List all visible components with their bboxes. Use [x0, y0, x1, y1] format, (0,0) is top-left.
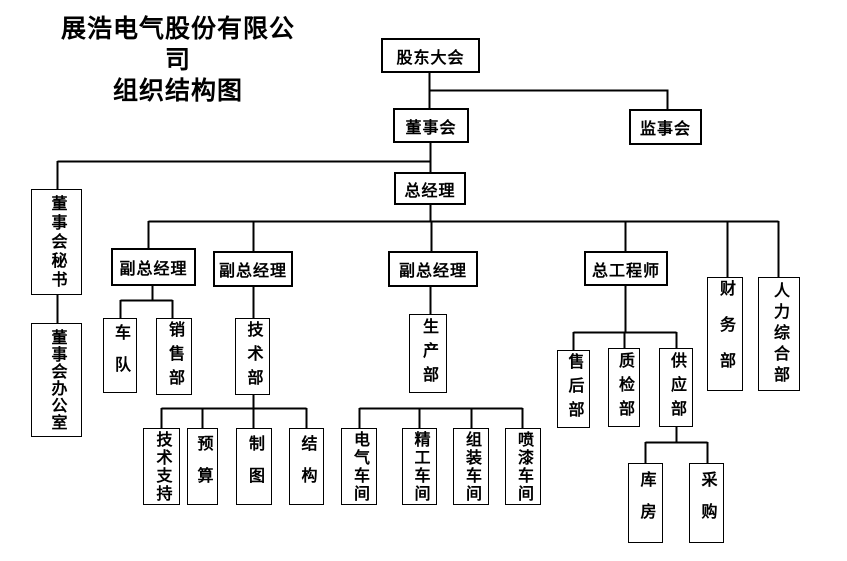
node-electric-workshop-label: 电气车间: [351, 430, 368, 503]
node-production-dept: 生产部: [409, 314, 447, 393]
node-supervisory-board: 监事会: [629, 109, 702, 145]
node-paint-workshop-label: 喷漆车间: [515, 430, 532, 503]
node-board-of-directors: 董事会: [393, 108, 469, 143]
node-budget: 预算: [187, 428, 218, 505]
node-purchasing: 采购: [689, 463, 724, 543]
node-tech-dept-label: 技术部: [244, 320, 262, 393]
node-finance-dept-label: 财务部: [717, 280, 734, 388]
node-quality-dept: 质检部: [608, 348, 640, 427]
node-tech-support: 技术支持: [143, 428, 180, 505]
node-after-sales-dept: 售后部: [557, 350, 590, 428]
node-finance-dept: 财务部: [707, 277, 743, 391]
node-board-secretary: 董事会秘书: [31, 189, 82, 295]
node-general-manager: 总经理: [394, 172, 466, 205]
node-drafting-label: 制图: [246, 434, 263, 499]
node-deputy-gm-2: 副总经理: [213, 251, 293, 287]
node-tech-support-label: 技术支持: [153, 430, 171, 503]
chart-title: 展浩电气股份有限公司 组织结构图: [50, 14, 306, 107]
chart-title-subtitle: 组织结构图: [112, 77, 243, 105]
node-budget-label: 预算: [194, 434, 212, 499]
node-assembly-workshop: 组装车间: [453, 428, 489, 505]
node-tech-dept: 技术部: [235, 318, 270, 395]
node-motorcade: 车队: [103, 318, 137, 393]
node-deputy-gm-1: 副总经理: [111, 248, 196, 286]
node-deputy-gm-3: 副总经理: [388, 251, 478, 287]
node-structure: 结构: [289, 428, 324, 505]
node-board-secretary-label: 董事会秘书: [48, 194, 66, 290]
node-hr-general-dept-label: 人力综合部: [771, 281, 788, 387]
node-purchasing-label: 采购: [698, 471, 716, 535]
node-supply-dept: 供应部: [659, 348, 693, 427]
node-warehouse-label: 库房: [637, 471, 655, 535]
node-drafting: 制图: [236, 428, 272, 505]
node-sales-dept: 销售部: [156, 318, 192, 395]
node-sales-dept-label: 销售部: [166, 320, 183, 393]
node-precision-workshop: 精工车间: [402, 428, 437, 505]
node-quality-dept-label: 质检部: [616, 351, 633, 424]
chart-title-company: 展浩电气股份有限公司: [60, 15, 295, 74]
node-board-office: 董事会办公室: [31, 323, 82, 437]
node-structure-label: 结构: [298, 434, 316, 499]
node-chief-engineer: 总工程师: [584, 251, 668, 286]
node-precision-workshop-label: 精工车间: [411, 430, 429, 503]
node-paint-workshop: 喷漆车间: [505, 428, 541, 505]
node-assembly-workshop-label: 组装车间: [463, 430, 480, 503]
node-warehouse: 库房: [628, 463, 663, 543]
node-supply-dept-label: 供应部: [668, 351, 685, 424]
node-electric-workshop: 电气车间: [341, 428, 377, 505]
node-motorcade-label: 车队: [112, 323, 129, 388]
node-shareholders-meeting: 股东大会: [381, 38, 480, 73]
node-production-dept-label: 生产部: [420, 317, 437, 390]
node-after-sales-dept-label: 售后部: [565, 353, 583, 425]
node-hr-general-dept: 人力综合部: [758, 277, 800, 391]
node-board-office-label: 董事会办公室: [48, 329, 66, 431]
